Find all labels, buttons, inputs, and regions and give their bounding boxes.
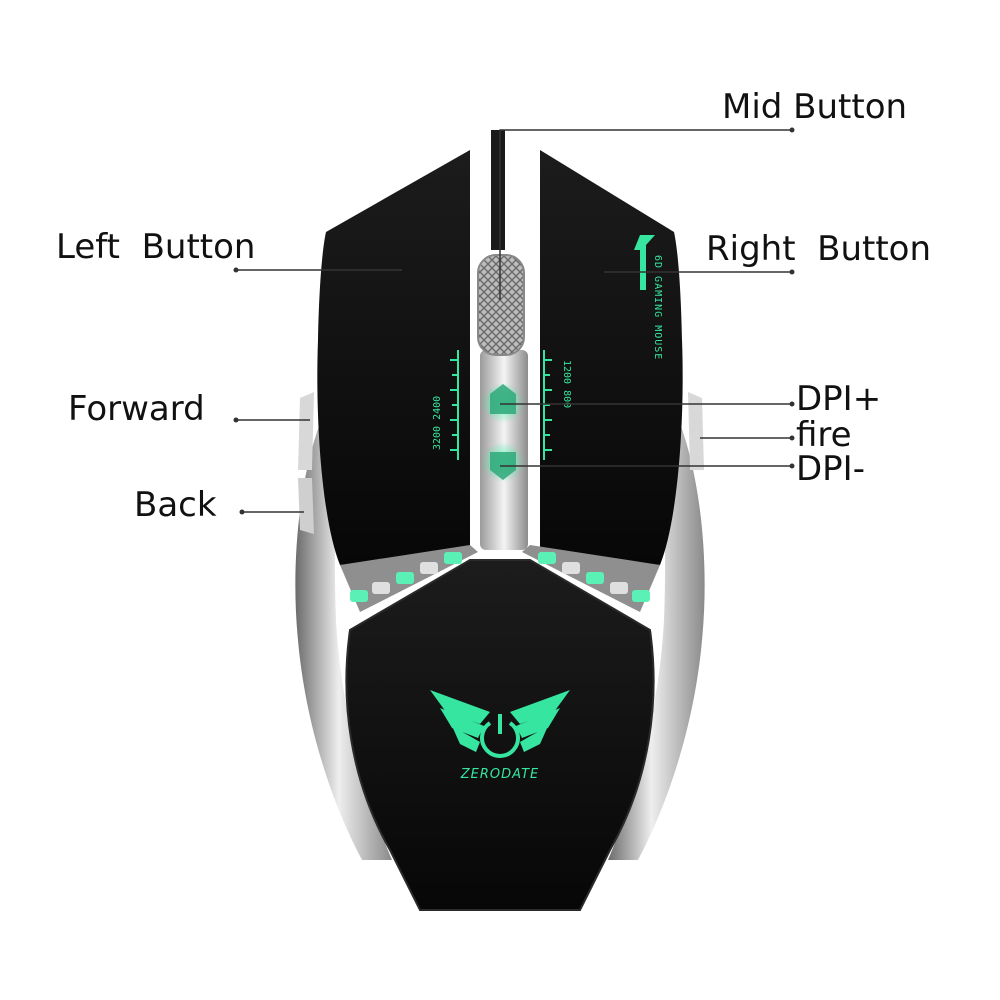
dpi-scale-left-text: 3200 2400: [432, 396, 443, 450]
label-right-button: Right Button: [706, 229, 932, 269]
forward-side-button[interactable]: [298, 392, 314, 470]
dpi-scale-left: [450, 350, 459, 460]
leader-lines: [236, 129, 792, 513]
leader-mid-button: [499, 129, 792, 300]
zerodate-wings-logo-icon: [430, 690, 570, 752]
brand-logo-text: ZERODATE: [460, 767, 540, 782]
right-panel-text: 6D GAMING MOUSE: [652, 255, 663, 360]
label-fire: fire: [796, 415, 852, 455]
right-panel-stripe: [634, 235, 655, 290]
left-chrome-frame: [295, 400, 392, 860]
palm-rest: [345, 559, 655, 911]
dpi-scale-right-text: 1200 800: [561, 360, 572, 408]
dpi-scale-right: [543, 350, 552, 460]
label-dpi-plus: DPI+: [796, 379, 882, 419]
cable: [491, 130, 505, 250]
back-side-button[interactable]: [298, 478, 314, 534]
fire-side-button[interactable]: [688, 392, 704, 470]
led-row-right: [522, 545, 660, 612]
right-chrome-frame: [608, 400, 705, 860]
label-mid-button: Mid Button: [722, 87, 908, 127]
dpi-plus-button[interactable]: [490, 384, 516, 414]
led-row-left: [340, 545, 478, 612]
label-forward: Forward: [68, 389, 205, 429]
label-back: Back: [134, 485, 217, 525]
label-left-button: Left Button: [56, 227, 256, 267]
power-icon: [480, 714, 520, 758]
leader-dots: [233, 127, 795, 515]
right-button[interactable]: [540, 150, 683, 565]
left-button[interactable]: [317, 150, 470, 565]
scroll-wheel[interactable]: [477, 254, 525, 356]
label-dpi-minus: DPI-: [796, 449, 865, 489]
